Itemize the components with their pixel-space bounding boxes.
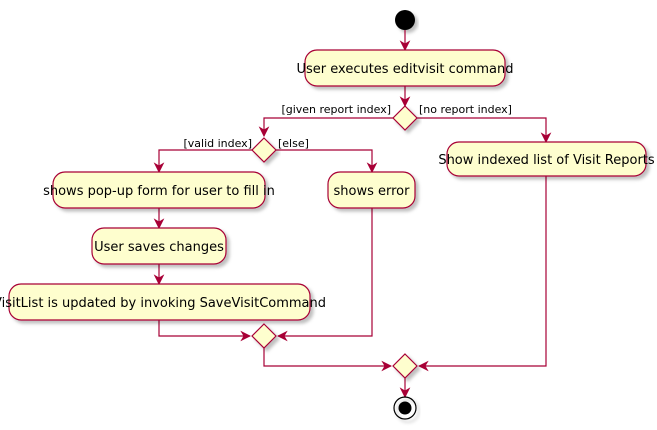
guard-no-report-index: [no report index] [419, 103, 512, 116]
activity-popup-label: shows pop-up form for user to fill in [43, 184, 275, 199]
guard-else: [else] [278, 137, 309, 150]
merge-inner [251, 323, 277, 349]
activity-popup: shows pop-up form for user to fill in [43, 171, 275, 209]
edge-decision1-left [258, 117, 393, 138]
activity-show-error: shows error [327, 171, 416, 209]
activity-show-list-label: Show indexed list of Visit Reports [438, 153, 655, 168]
edge-merge1-to-merge2 [263, 348, 393, 372]
edge-list-to-merge2 [417, 176, 547, 372]
edge-updated-to-merge1 [158, 320, 252, 342]
activity-show-error-label: shows error [334, 184, 411, 199]
decision-report-index [392, 105, 418, 131]
activity-show-list: Show indexed list of Visit Reports [438, 141, 655, 177]
activity-execute-label: User executes editvisit command [297, 62, 514, 77]
start-node [395, 10, 415, 30]
decision-valid-index [251, 137, 277, 163]
end-node [393, 396, 417, 420]
activity-execute: User executes editvisit command [297, 49, 514, 87]
edge-decision2-right [276, 149, 378, 174]
edge-decision2-left [153, 149, 252, 174]
edge-error-to-merge1 [276, 208, 373, 342]
guard-valid-index: [valid index] [183, 137, 252, 150]
guard-given-report-index: [given report index] [281, 103, 391, 116]
edges [153, 30, 552, 399]
merge-outer [392, 353, 418, 379]
activity-updated-label: VisitList is updated by invoking SaveVis… [0, 296, 326, 311]
activity-saves: User saves changes [91, 227, 227, 265]
activity-updated: VisitList is updated by invoking SaveVis… [0, 283, 326, 321]
edge-decision1-right [417, 117, 552, 144]
activity-saves-label: User saves changes [94, 240, 224, 255]
